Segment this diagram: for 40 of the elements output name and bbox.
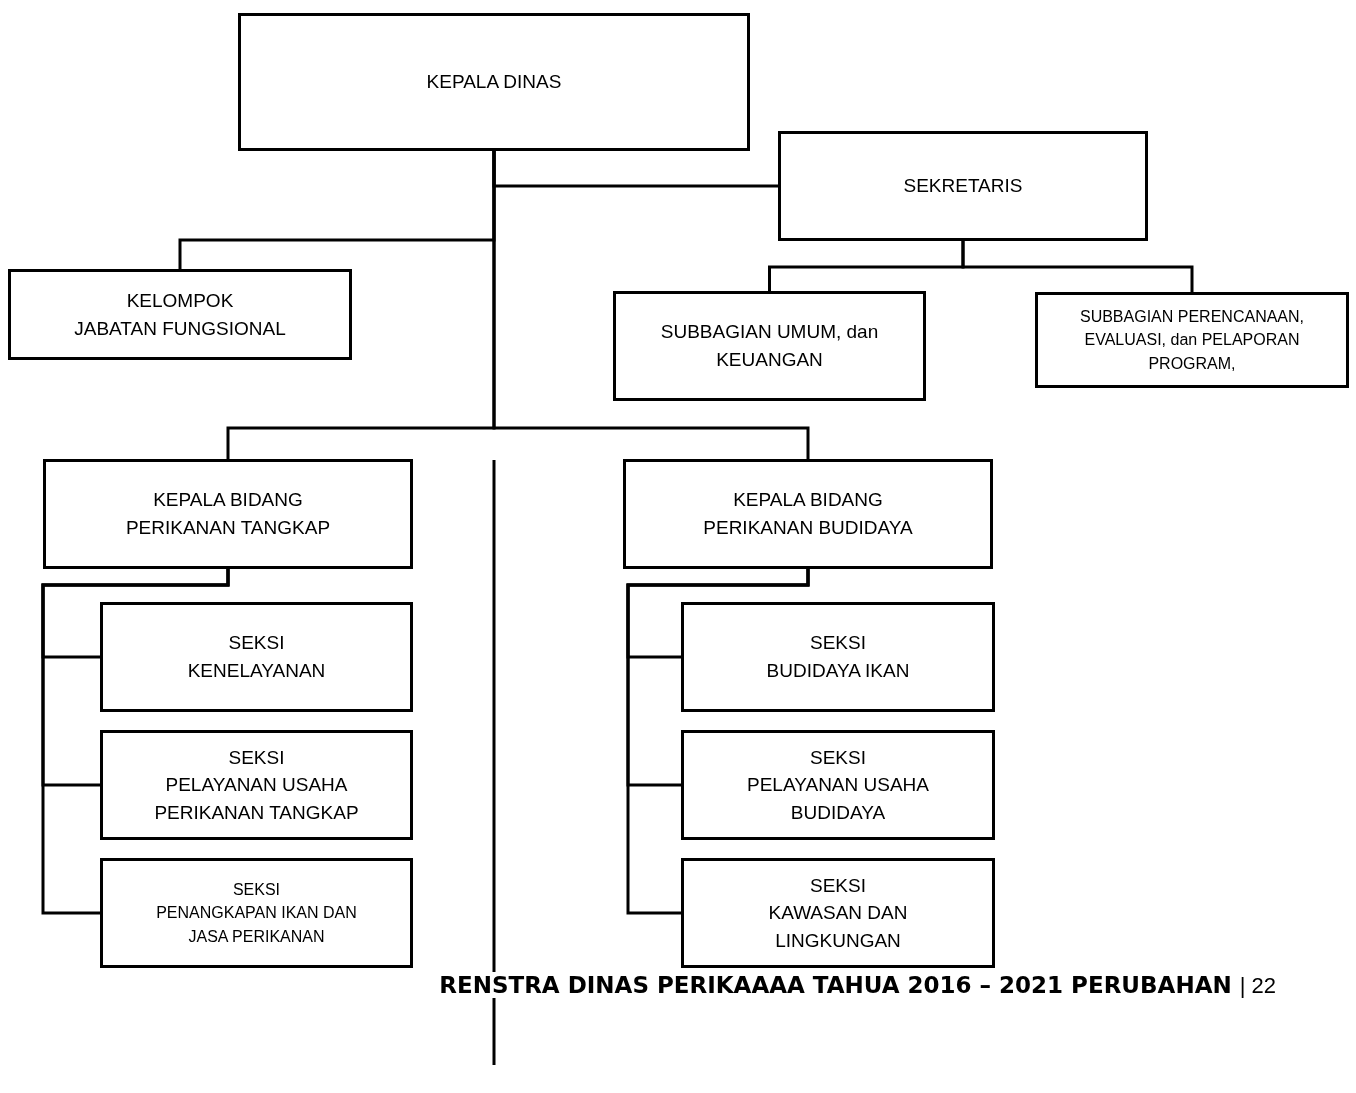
box-label: SEKRETARIS [903, 174, 1023, 199]
box-label: KEPALA BIDANG [733, 488, 883, 513]
box-label: SEKSI [810, 745, 866, 770]
box-label: KELOMPOK [126, 288, 234, 313]
box-label: KEPALA BIDANG [153, 488, 303, 513]
org-box [681, 730, 995, 840]
box-label: SUBBAGIAN PERENCANAAN, EVALUASI, dan PELAPORAN PROGRAM, [1078, 307, 1306, 374]
box-label: SEKSI [228, 631, 285, 656]
org-box [100, 858, 413, 968]
box-label: BUDIDAYA IKAN [766, 659, 910, 683]
org-box [613, 291, 926, 401]
connector-line [492, 151, 810, 459]
footer-title: RENSTRA DINAS PERIKAAAA TAHUA 2016 – 2021 PERUBAHAN [439, 972, 1232, 998]
box-label: KENELAYANAN [187, 659, 326, 683]
org-box [623, 459, 993, 569]
org-box [681, 602, 995, 712]
connector-line [961, 241, 1194, 292]
org-box [1035, 292, 1349, 388]
org-box [43, 459, 413, 569]
box-label: SEKSI [232, 880, 281, 901]
org-box [681, 858, 995, 968]
connector-line [626, 569, 810, 915]
box-label: PELAYANAN USAHA PERIKANAN TANGKAP [153, 773, 360, 825]
box-label: SEKSI [810, 873, 866, 898]
box-label: KEPALA DINAS [426, 70, 562, 95]
box-label: JABATAN FUNGSIONAL [74, 316, 286, 341]
box-label: KAWASAN DAN LINGKUNGAN [767, 901, 909, 953]
org-box [8, 269, 352, 360]
org-box [238, 13, 750, 151]
connector-line [41, 569, 230, 915]
org-box [100, 602, 413, 712]
box-label: PELAYANAN USAHA BUDIDAYA [746, 773, 930, 825]
box-label: SEKSI [810, 631, 866, 656]
org-box [100, 730, 413, 840]
box-label: PERIKANAN BUDIDAYA [703, 516, 913, 540]
org-box [778, 131, 1148, 241]
box-label: PERIKANAN TANGKAP [125, 516, 331, 540]
box-label: SUBBAGIAN UMUM, dan KEUANGAN [659, 320, 880, 372]
box-label: SEKSI [228, 745, 285, 770]
box-label: PENANGKAPAN IKAN DAN JASA PERIKANAN [155, 903, 358, 947]
